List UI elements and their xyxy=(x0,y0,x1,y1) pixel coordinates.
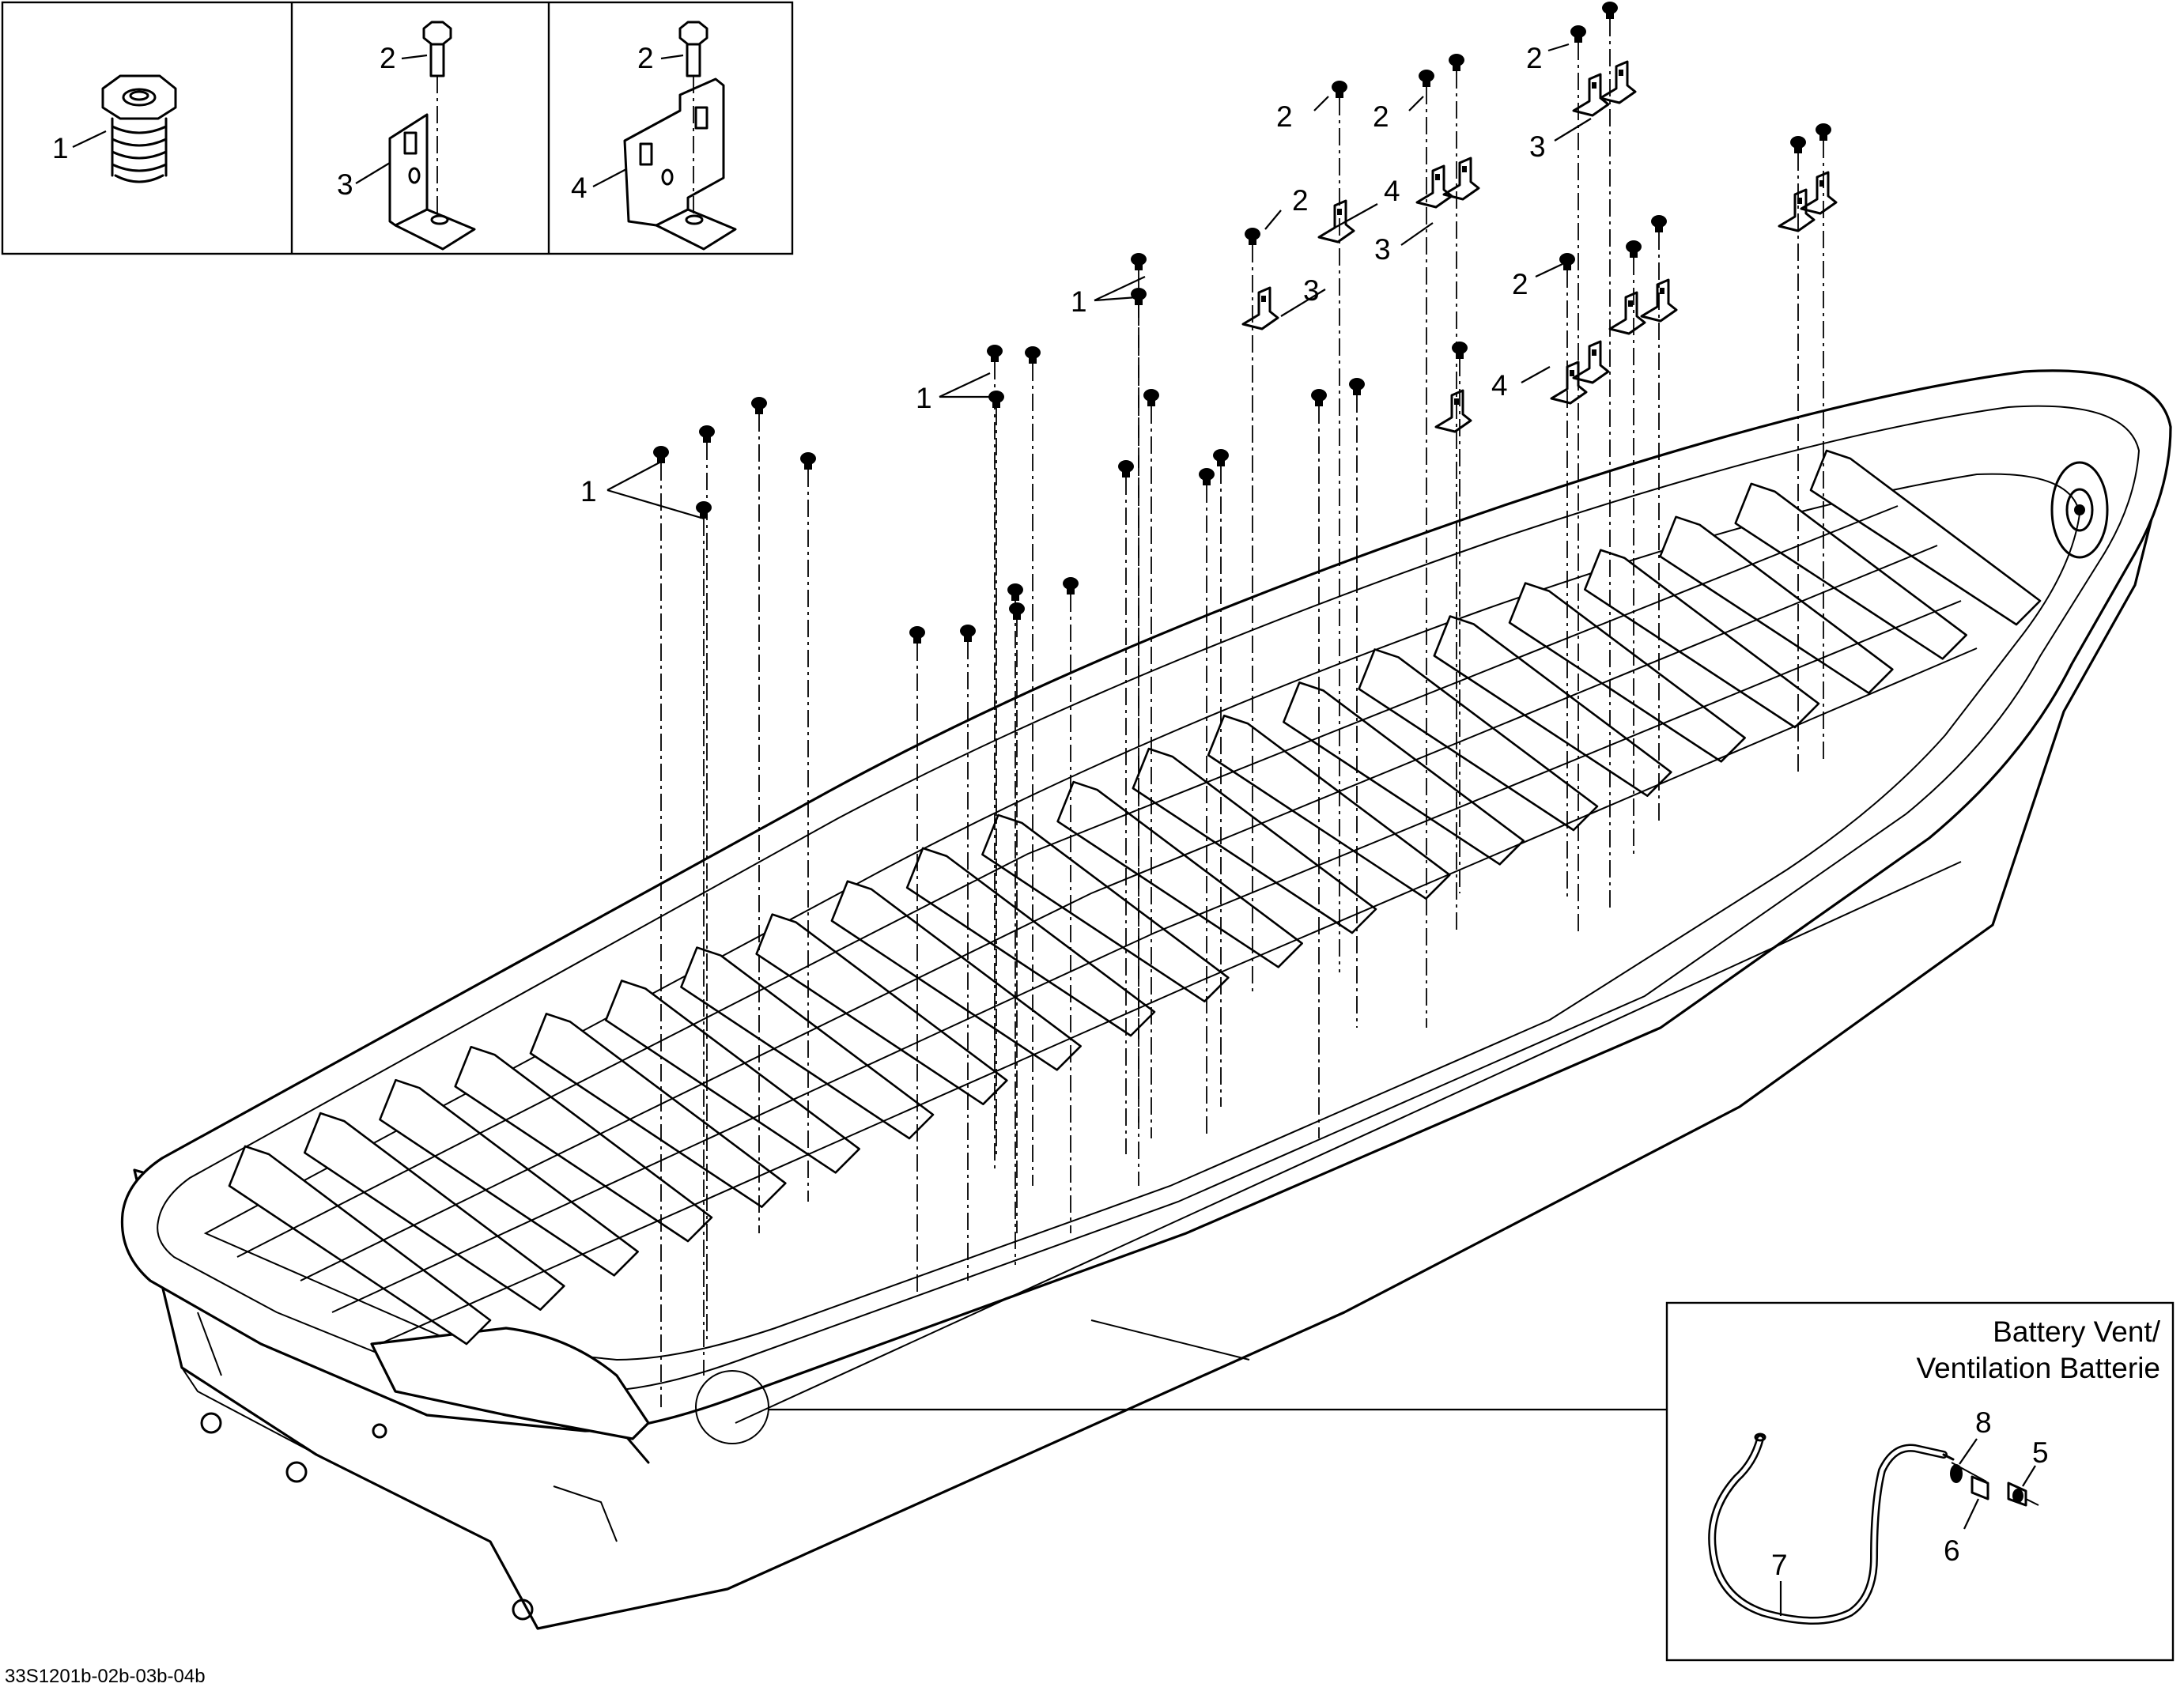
clip-bracket xyxy=(1778,188,1816,232)
vent-location-circle xyxy=(695,1370,769,1444)
fastener xyxy=(1602,2,1618,909)
fastener xyxy=(751,397,767,1233)
fastener xyxy=(1213,449,1229,1107)
fastener xyxy=(1025,346,1041,1186)
hull-rib xyxy=(1358,648,1599,832)
clip-bracket xyxy=(1241,286,1279,330)
battery-vent-callout-7: 7 xyxy=(1771,1549,1788,1581)
inset-panels: 1 2 3 xyxy=(1,1,794,255)
battery-vent-frame xyxy=(1665,1301,2175,1662)
fastener xyxy=(960,625,976,1281)
panel-b-callout-3: 3 xyxy=(337,168,353,201)
clip-bracket xyxy=(1415,164,1453,209)
panel-b-bracket: 2 3 xyxy=(337,21,476,251)
fastener xyxy=(1349,378,1365,1028)
panel-a-plug: 1 xyxy=(52,74,177,183)
fastener xyxy=(1570,25,1586,933)
hull-stringers xyxy=(236,505,1978,1345)
hull-rib xyxy=(454,1045,713,1243)
clip-bracket xyxy=(1317,199,1355,243)
panel-c-bracket: 2 4 xyxy=(571,21,737,251)
fastener xyxy=(699,425,715,1344)
callout-3-b: 3 xyxy=(1374,233,1391,266)
battery-vent-callout-6: 6 xyxy=(1944,1534,1960,1567)
hull-rib xyxy=(981,813,1230,1002)
fastener xyxy=(988,391,1004,1154)
hull-rib xyxy=(1734,482,1967,660)
callout-4-b: 4 xyxy=(1491,369,1508,402)
fastener xyxy=(1449,54,1464,933)
callout-3-c: 3 xyxy=(1529,130,1546,163)
clip-bracket xyxy=(1434,389,1472,433)
callout-2-d: 2 xyxy=(1292,184,1309,217)
panel-b-callout-2: 2 xyxy=(380,42,396,74)
fastener xyxy=(1419,70,1434,1028)
fastener xyxy=(909,626,925,1297)
callout-4-a: 4 xyxy=(1384,175,1400,207)
clip-bracket xyxy=(1442,157,1480,201)
fastener xyxy=(1118,460,1134,1154)
battery-vent-subtitle: Ventilation Batterie xyxy=(1916,1352,2160,1384)
fastener xyxy=(696,501,712,1376)
clip-bracket xyxy=(1800,171,1838,215)
callout-1-left: 1 xyxy=(580,475,597,508)
hull-rib xyxy=(830,880,1082,1071)
fastener xyxy=(987,345,1003,1170)
hull-rib xyxy=(1659,515,1894,694)
battery-vent-title: Battery Vent/ xyxy=(1993,1315,2161,1348)
hull-fasteners xyxy=(653,2,1838,1407)
fastener xyxy=(1007,583,1023,1265)
battery-vent-inset: Battery Vent/ Ventilation Batterie 8 5 6… xyxy=(695,1301,2175,1662)
panel-a-callout-1: 1 xyxy=(52,132,69,164)
battery-vent-callout-8: 8 xyxy=(1975,1406,1992,1439)
panel-c-callout-4: 4 xyxy=(571,172,588,204)
callout-1-middle: 1 xyxy=(916,382,932,414)
fastener xyxy=(1332,81,1347,972)
hull-rib xyxy=(680,946,935,1140)
clip-bracket xyxy=(1550,360,1588,405)
fastener xyxy=(800,452,816,1202)
clip-bracket xyxy=(1640,278,1678,323)
clip-bracket xyxy=(1572,73,1610,117)
callout-2-a: 2 xyxy=(1276,100,1293,133)
panel-c-callout-2: 2 xyxy=(637,42,654,74)
hull-rib xyxy=(905,847,1156,1037)
fastener xyxy=(1199,468,1215,1138)
hull-rib xyxy=(529,1013,787,1208)
fastener xyxy=(1816,123,1831,759)
hull-rib xyxy=(755,913,1008,1105)
fastener xyxy=(1452,342,1468,893)
fastener xyxy=(1790,136,1806,775)
fastener xyxy=(1143,389,1159,1138)
hull-rib xyxy=(1433,615,1672,797)
battery-vent-callout-5: 5 xyxy=(2032,1436,2049,1469)
hull-rib xyxy=(1132,747,1377,934)
clip-bracket xyxy=(1599,60,1637,104)
fastener xyxy=(1245,228,1260,996)
fastener xyxy=(1311,389,1327,1138)
clip-bracket xyxy=(1608,291,1646,335)
callout-3-a: 3 xyxy=(1303,274,1320,307)
fastener xyxy=(1063,577,1079,1233)
fastener xyxy=(1009,602,1025,1233)
fastener xyxy=(653,446,669,1407)
callout-2-e: 2 xyxy=(1512,268,1528,300)
hull-rib xyxy=(303,1112,565,1311)
main-callouts: 1 1 1 2 2 2 2 2 3 3 3 4 4 xyxy=(580,42,1592,520)
callout-2-b: 2 xyxy=(1373,100,1389,133)
fastener xyxy=(1626,240,1642,854)
hull-rib xyxy=(228,1145,492,1346)
callout-2-c: 2 xyxy=(1526,42,1543,74)
fastener xyxy=(1651,215,1667,822)
inset-frame xyxy=(1,1,794,255)
callout-1-top: 1 xyxy=(1071,285,1087,318)
clip-bracket xyxy=(1572,340,1610,384)
hull-rib xyxy=(604,979,860,1174)
drawing-reference-code: 33S1201b-02b-03b-04b xyxy=(5,1666,206,1687)
